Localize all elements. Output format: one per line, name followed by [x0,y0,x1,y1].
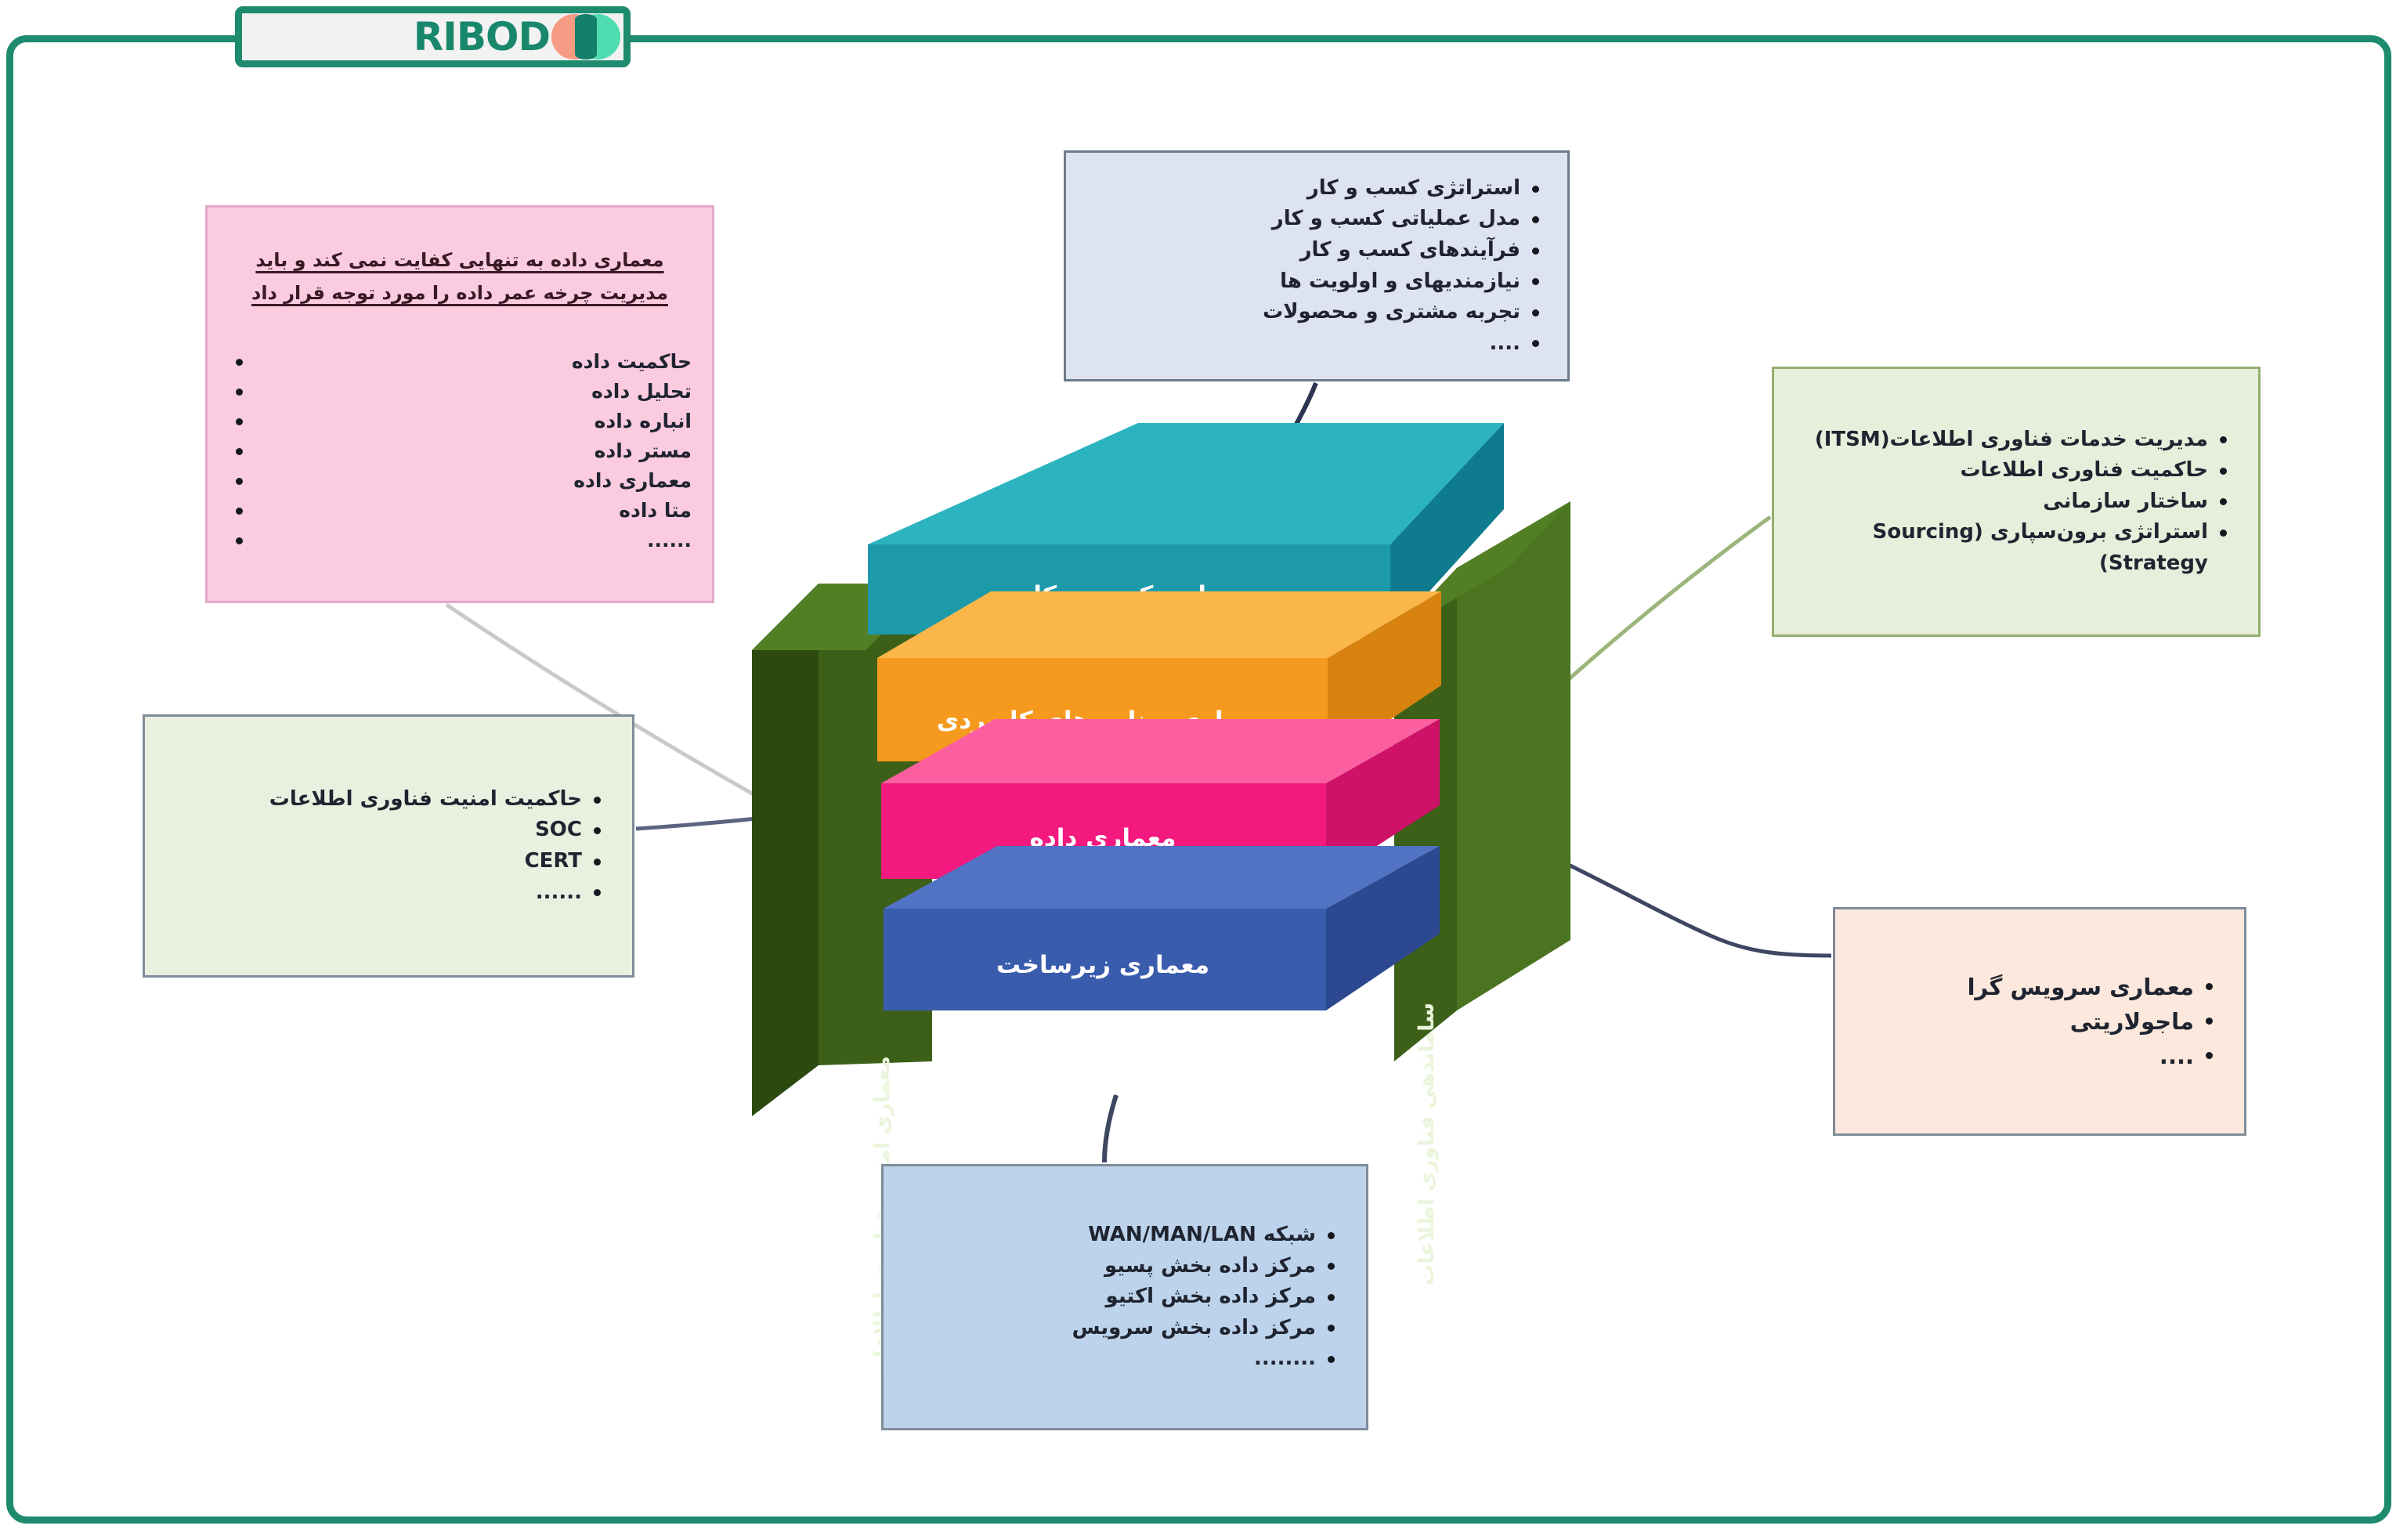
callout-business[interactable]: استراتژی کسب و کار مدل عملیاتی کسب و کار… [1064,150,1570,381]
list-item: .... [1859,1039,2221,1073]
list-item: ........ [907,1343,1343,1375]
callout-infrastructure[interactable]: شبکه WAN/MAN/LAN مرکز داده بخش پسیو مرکز… [881,1164,1368,1430]
ribod-wordmark: RIBOD [413,14,551,60]
list-item: مدیریت خدمات فناوری اطلاعات(ITSM) [1798,425,2235,456]
list-item: ساختار سازمانی [1798,486,2235,518]
stack-layer-infrastructure: معماری زیرساخت [884,846,1440,1010]
list-item: ...... [228,526,692,555]
list-item: حاکمیت فناوری اطلاعات [1798,455,2235,486]
callout-data[interactable]: معماری داده به تنهایی کفایت نمی کند و با… [205,205,714,603]
list-item: استراتژی کسب و کار [1086,173,1547,204]
right-panel-label: ساماندهی فناوری اطلاعات [1415,1003,1439,1285]
callout-application-list: معماری سرویس گرا ماجولاریتی .... [1859,970,2221,1073]
list-item: مستر داده [228,436,692,466]
callout-data-list: حاکمیت داده تحلیل داده انباره داده مستر … [228,347,692,555]
list-item: استراتژی برون‌سپاری (Sourcing Strategy) [1798,517,2235,579]
list-item: تجربه مشتری و محصولات [1086,297,1547,328]
list-item: ماجولاریتی [1859,1004,2221,1039]
list-item: فرآیندهای کسب و کار [1086,235,1547,266]
ribod-logo-badge: RIBOD [235,6,631,67]
callout-it-governance[interactable]: مدیریت خدمات فناوری اطلاعات(ITSM) حاکمیت… [1772,367,2261,637]
list-item: حاکمیت داده [228,347,692,377]
list-item: حاکمیت امنیت فناوری اطلاعات [168,784,609,815]
callout-security-list: حاکمیت امنیت فناوری اطلاعات SOC CERT ...… [168,784,609,908]
list-item: انباره داده [228,407,692,436]
list-item: ...... [168,877,609,909]
list-item: SOC [168,815,609,846]
callout-business-list: استراتژی کسب و کار مدل عملیاتی کسب و کار… [1086,173,1547,359]
list-item: معماری سرویس گرا [1859,970,2221,1004]
callout-infrastructure-list: شبکه WAN/MAN/LAN مرکز داده بخش پسیو مرکز… [907,1220,1343,1375]
list-item: .... [1086,328,1547,360]
callout-security[interactable]: حاکمیت امنیت فناوری اطلاعات SOC CERT ...… [143,714,634,978]
list-item: مدل عملیاتی کسب و کار [1086,204,1547,235]
stack-layer-infrastructure-label: معماری زیرساخت [996,951,1209,979]
list-item: متا داده [228,496,692,526]
list-item: مرکز داده بخش پسیو [907,1251,1343,1282]
callout-application[interactable]: معماری سرویس گرا ماجولاریتی .... [1833,907,2246,1136]
list-item: CERT [168,846,609,877]
list-item: مرکز داده بخش اکتیو [907,1282,1343,1313]
list-item: نیازمندیهای و اولویت ها [1086,266,1547,298]
callout-data-header: معماری داده به تنهایی کفایت نمی کند و با… [251,249,668,304]
callout-it-governance-list: مدیریت خدمات فناوری اطلاعات(ITSM) حاکمیت… [1798,425,2235,580]
list-item: شبکه WAN/MAN/LAN [907,1220,1343,1251]
architecture-stack: ساماندهی فناوری اطلاعات معماری امنیت فنا… [752,407,1637,1379]
list-item: مرکز داده بخش سرویس [907,1313,1343,1344]
list-item: تحلیل داده [228,377,692,407]
ribod-logo-icon [551,13,623,61]
list-item: معماری داده [228,466,692,496]
